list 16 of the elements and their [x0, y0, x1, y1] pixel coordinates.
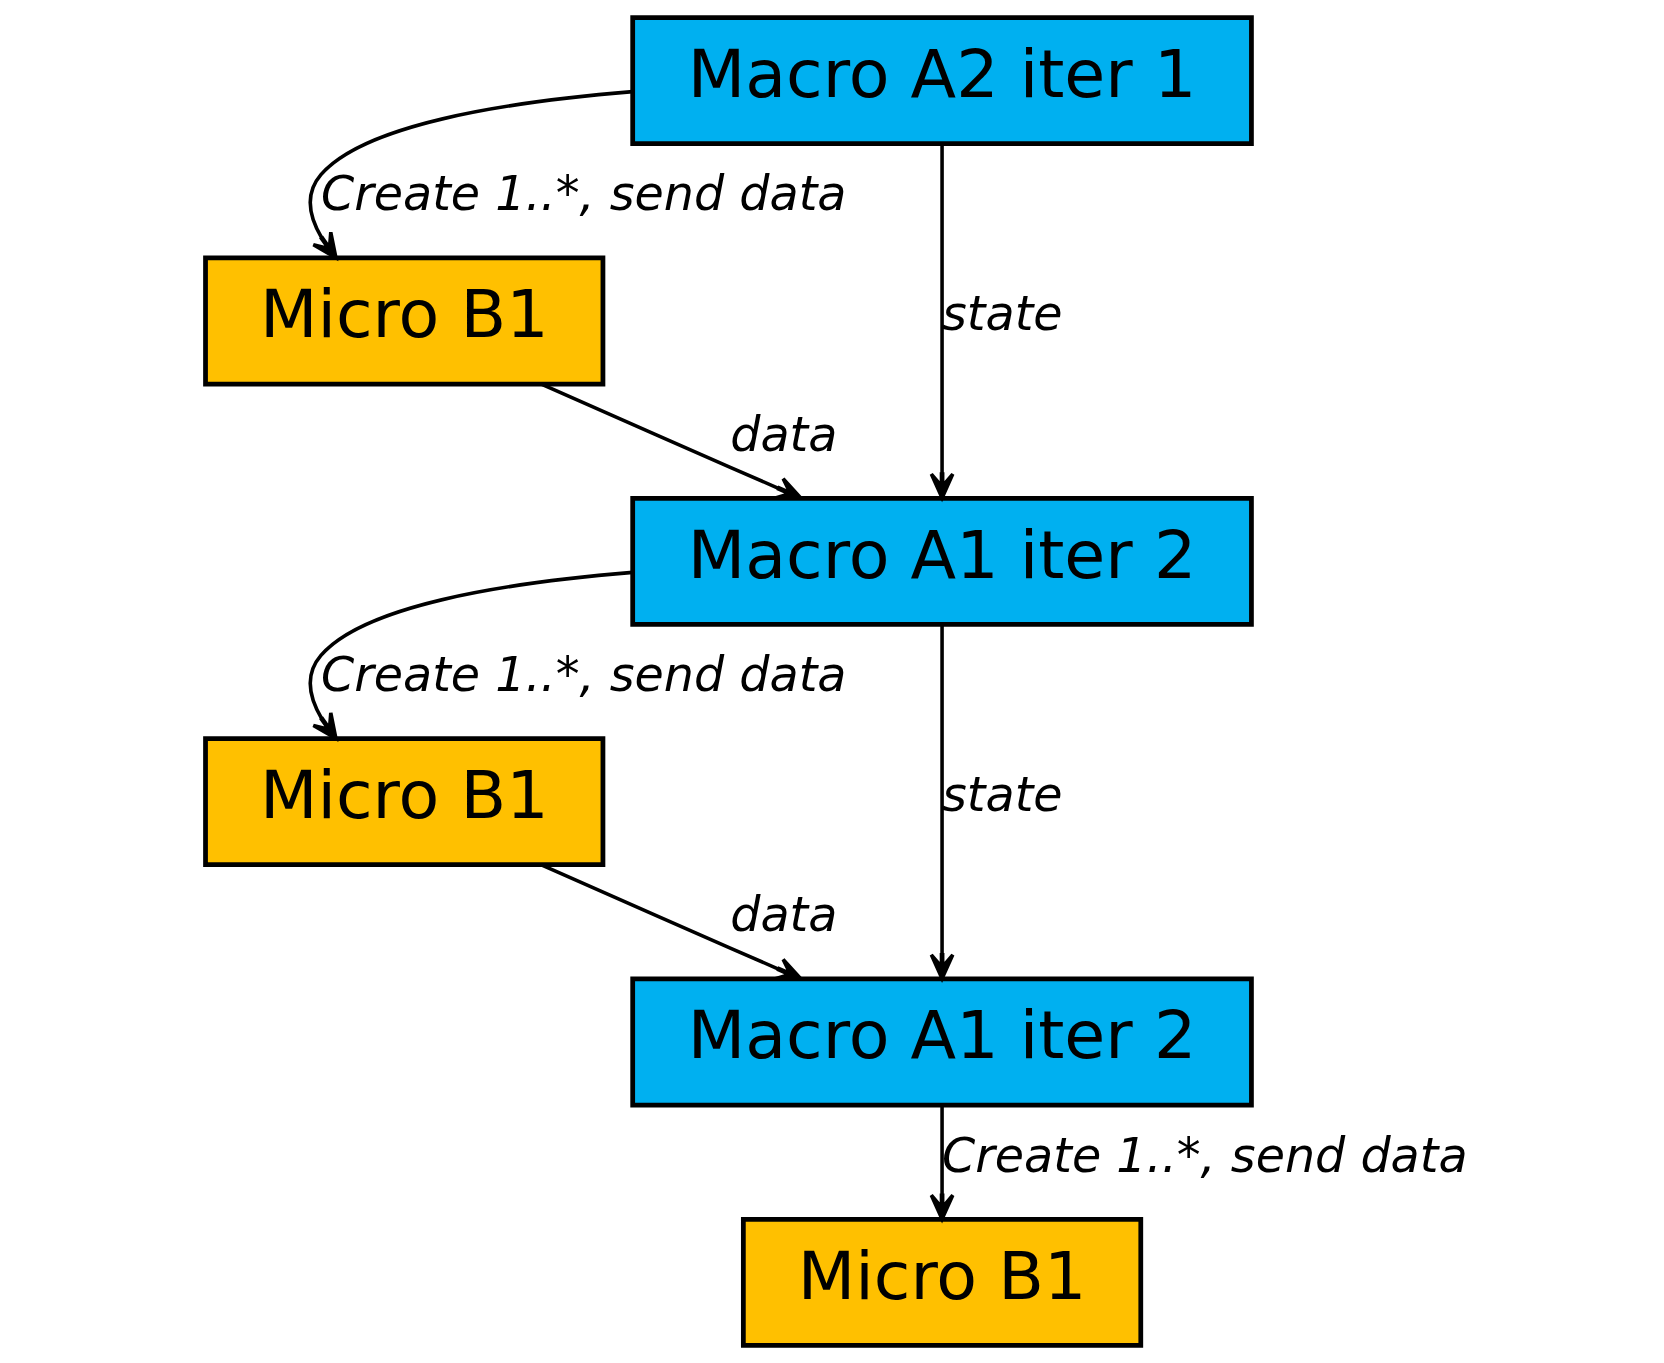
edge-label: Create 1..*, send data	[942, 1127, 1468, 1183]
edge-label: Create 1..*, send data	[320, 647, 847, 703]
node-box: Macro A1 iter 2	[630, 976, 1254, 1108]
edge-label: Create 1..*, send data	[320, 166, 847, 222]
node-box: Macro A1 iter 2	[630, 495, 1254, 627]
node-box: Micro B1	[203, 255, 606, 387]
arrow	[308, 89, 633, 260]
edge-label: data	[730, 887, 838, 943]
node-box: Micro B1	[203, 736, 606, 868]
node-box: Macro A2 iter 1	[630, 15, 1254, 147]
arrow	[929, 144, 955, 500]
arrow	[308, 570, 633, 741]
node-box: Micro B1	[740, 1216, 1144, 1348]
edge-label: data	[730, 406, 838, 462]
arrow	[929, 624, 955, 981]
arrow	[929, 1105, 955, 1221]
